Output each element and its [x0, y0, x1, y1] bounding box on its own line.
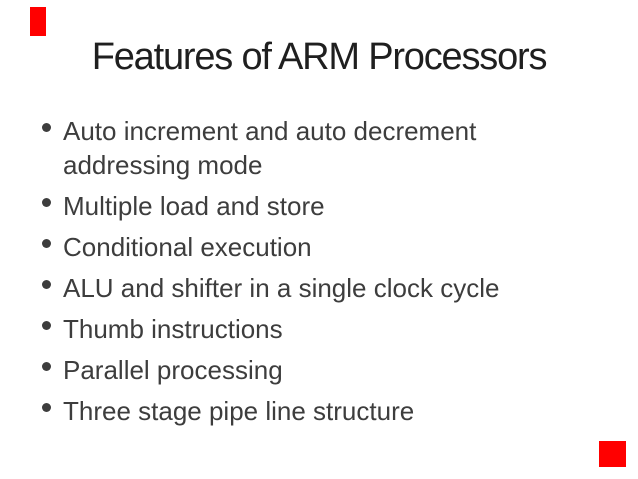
- bullet-item: Multiple load and store: [42, 189, 563, 223]
- bullet-dot-icon: [42, 198, 51, 207]
- bullet-text: Three stage pipe line structure: [63, 396, 415, 426]
- bullet-text: Parallel processing: [63, 355, 283, 385]
- bullet-text: Thumb instructions: [63, 314, 283, 344]
- bullet-item: Thumb instructions: [42, 312, 563, 346]
- bullet-dot-icon: [42, 280, 51, 289]
- bullet-item: ALU and shifter in a single clock cycle: [42, 271, 563, 305]
- bullet-item: Conditional execution: [42, 230, 563, 264]
- bullet-text: Multiple load and store: [63, 191, 325, 221]
- bullet-text: ALU and shifter in a single clock cycle: [63, 273, 500, 303]
- bullet-dot-icon: [42, 362, 51, 371]
- slide-title: Features of ARM Processors: [91, 36, 548, 78]
- bullet-dot-icon: [42, 403, 51, 412]
- bullet-item: Auto increment and auto decrement addres…: [42, 114, 563, 182]
- bullet-item: Three stage pipe line structure: [42, 394, 563, 428]
- bullet-text: Conditional execution: [63, 232, 312, 262]
- bullet-list: Auto increment and auto decrement addres…: [42, 114, 563, 435]
- bullet-dot-icon: [42, 239, 51, 248]
- bullet-dot-icon: [42, 321, 51, 330]
- red-marker-bottom-right: [599, 441, 626, 467]
- bullet-dot-icon: [42, 123, 51, 132]
- bullet-item: Parallel processing: [42, 353, 563, 387]
- red-marker-top-left: [30, 7, 46, 36]
- bullet-text: Auto increment and auto decrement addres…: [63, 116, 477, 180]
